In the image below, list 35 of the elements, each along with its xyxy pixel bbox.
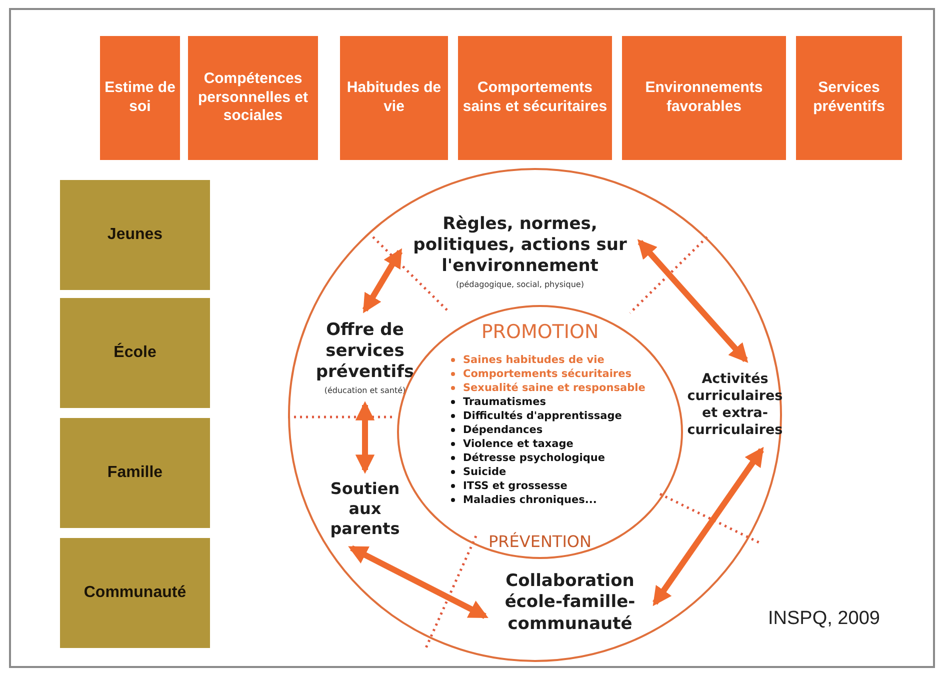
double-arrow	[362, 248, 403, 314]
category-box: Habitudes de vie	[340, 36, 448, 160]
list-item: Maladies chroniques...	[463, 494, 597, 506]
category-box: Compétences personnelles et sociales	[188, 36, 318, 160]
actor-box: Communauté	[60, 538, 210, 648]
sector-label: Soutien aux parents	[329, 479, 401, 539]
list-item: Comportements sécuritaires	[463, 368, 632, 380]
sector-label: Collaboration école-famille-communauté	[504, 571, 636, 635]
category-box: Comportements sains et sécuritaires	[458, 36, 612, 160]
sector-label: Règles, normes, politiques, actions sur l'environnement	[412, 214, 628, 278]
double-arrow	[652, 446, 764, 606]
section-heading: PROMOTION	[480, 321, 600, 343]
list-item: Traumatismes	[463, 396, 546, 408]
actor-box: Jeunes	[60, 180, 210, 290]
list-item: Dépendances	[463, 424, 543, 436]
list-item: ITSS et grossesse	[463, 480, 568, 492]
category-box: Services préventifs	[796, 36, 902, 160]
list-item: Sexualité saine et responsable	[463, 382, 646, 394]
actor-box: École	[60, 298, 210, 408]
category-box: Environnements favorables	[622, 36, 786, 160]
actor-box: Famille	[60, 418, 210, 528]
sector-note: (éducation et santé)	[324, 386, 406, 396]
list-item: Violence et taxage	[463, 438, 574, 450]
list-item: Difficultés d'apprentissage	[463, 410, 622, 422]
source-note: INSPQ, 2009	[768, 608, 880, 630]
list-item: Suicide	[463, 466, 506, 478]
sector-note: (pédagogique, social, physique)	[456, 280, 584, 290]
category-box: Estime de soi	[100, 36, 180, 160]
list-item: Détresse psychologique	[463, 452, 605, 464]
sector-label: Offre de services préventifs	[314, 320, 416, 384]
double-arrow	[348, 545, 488, 619]
list-item: Saines habitudes de vie	[463, 354, 604, 366]
double-arrow	[637, 239, 748, 363]
section-heading: PRÉVENTION	[488, 532, 592, 551]
double-arrow	[355, 401, 375, 474]
